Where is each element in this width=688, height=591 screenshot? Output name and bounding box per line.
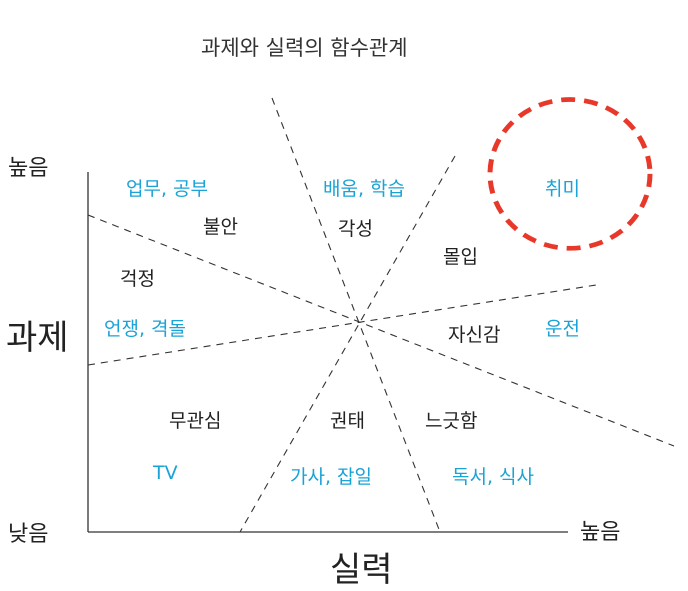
divider-line-shallow-down: [87, 214, 675, 447]
activity-driving: 운전: [545, 318, 580, 340]
activity-tv: TV: [153, 462, 178, 484]
state-flow: 몰입: [443, 246, 478, 268]
activity-work-study: 업무, 공부: [126, 178, 208, 200]
activity-hobby: 취미: [545, 178, 580, 200]
activity-chores: 가사, 잡일: [290, 466, 372, 488]
state-arousal: 각성: [338, 218, 373, 240]
activity-argument: 언쟁, 격돌: [104, 318, 186, 340]
state-anxiety: 불안: [203, 216, 238, 238]
activity-reading-eating: 독서, 식사: [452, 466, 534, 488]
state-apathy: 무관심: [169, 410, 222, 432]
highlight-circle: [487, 97, 653, 251]
state-worry: 걱정: [120, 268, 155, 290]
state-control: 자신감: [448, 324, 501, 346]
x-axis-high-label: 높음: [580, 520, 621, 545]
y-axis-high-label: 높음: [8, 156, 49, 181]
x-axis-title: 실력: [330, 550, 393, 590]
state-relaxation: 느긋함: [425, 410, 478, 432]
state-boredom: 권태: [330, 410, 365, 432]
y-axis-low-label: 낮음: [8, 522, 49, 547]
y-axis-title: 과제: [6, 318, 69, 358]
activity-learning: 배움, 학습: [323, 178, 405, 200]
diagram-title: 과제와 실력의 함수관계: [201, 36, 408, 60]
